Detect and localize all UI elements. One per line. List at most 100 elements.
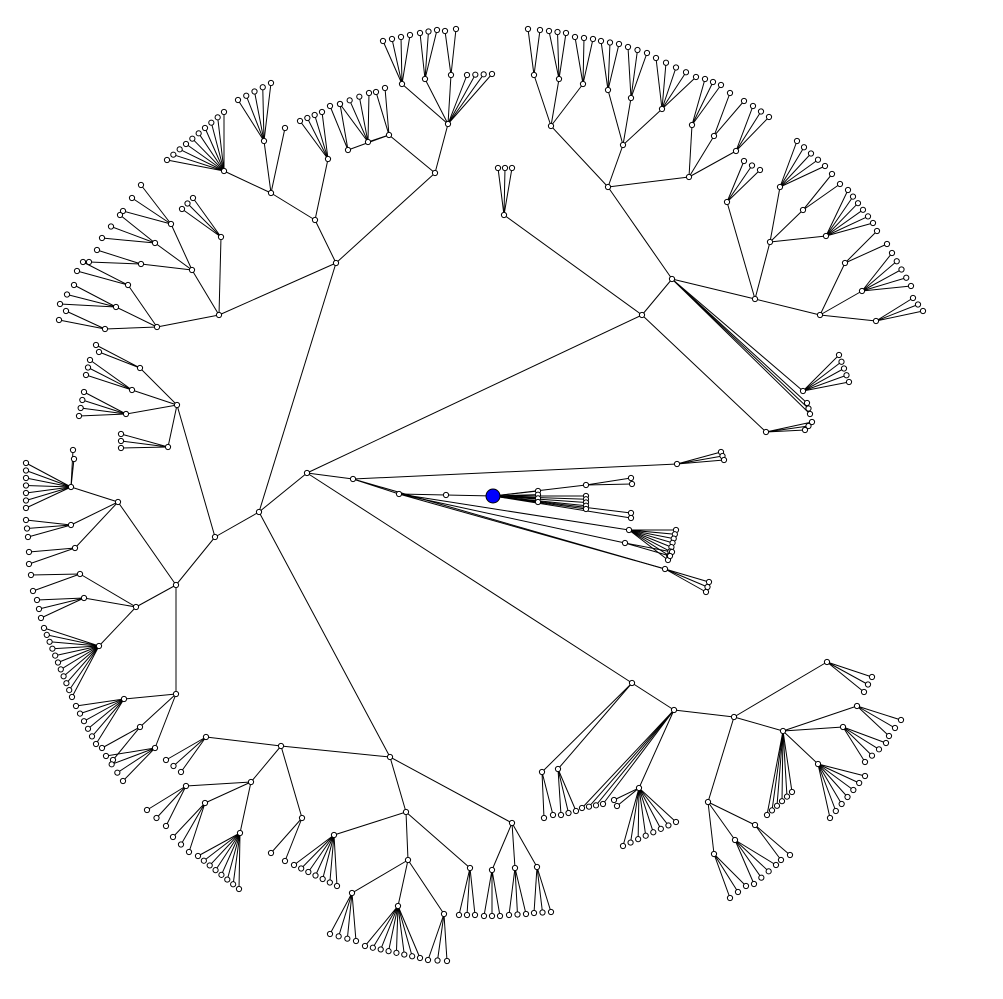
- tree-node-93: [122, 410, 130, 418]
- tree-node-256: [704, 798, 712, 806]
- tree-node-201: [326, 930, 334, 938]
- tree-node-155: [98, 744, 106, 752]
- tree-edge: [875, 297, 914, 322]
- tree-edge: [691, 84, 722, 126]
- tree-node-281: [832, 807, 839, 815]
- tree-edge: [557, 768, 577, 812]
- tree-edge: [514, 867, 527, 915]
- tree-edge: [447, 74, 476, 125]
- tree-node-371: [859, 206, 867, 213]
- tree-edge: [46, 634, 100, 647]
- tree-edge: [445, 494, 494, 497]
- tree-edges: [25, 28, 924, 962]
- tree-edge: [284, 817, 303, 862]
- tree-edge: [210, 122, 225, 172]
- tree-node-303: [751, 295, 759, 303]
- tree-edge: [585, 483, 633, 486]
- tree-node-103: [80, 388, 88, 396]
- tree-node-73: [98, 234, 106, 242]
- tree-edge: [95, 698, 125, 745]
- tree-node-373: [869, 219, 877, 227]
- tree-node-347: [726, 89, 734, 97]
- tree-edge: [582, 37, 585, 85]
- tree-edge: [622, 97, 632, 146]
- tree-node-391: [349, 475, 357, 483]
- tree-node-213: [424, 956, 432, 964]
- tree-edge: [802, 374, 847, 392]
- tree-node-69: [137, 260, 145, 268]
- tree-node-252: [650, 829, 657, 836]
- tree-node-30: [381, 84, 389, 92]
- tree-edge: [218, 262, 337, 316]
- tree-node-46: [234, 96, 242, 104]
- tree-node-298: [668, 275, 676, 283]
- tree-node-22: [433, 26, 441, 34]
- tree-edge: [139, 693, 177, 728]
- tree-node-59: [214, 114, 221, 121]
- tree-node-385: [914, 301, 922, 308]
- tree-node-123: [23, 525, 31, 532]
- tree-edge: [339, 103, 369, 143]
- tree-edge: [427, 913, 445, 961]
- tree-node-39: [296, 117, 304, 125]
- tree-node-133: [35, 605, 43, 613]
- tree-node-135: [40, 624, 48, 632]
- tree-edge: [713, 100, 745, 137]
- tree-node-68: [151, 239, 159, 247]
- tree-node-348: [740, 97, 748, 105]
- tree-edge: [380, 905, 399, 950]
- tree-edge: [300, 834, 335, 869]
- tree-edge: [492, 495, 632, 514]
- tree-edge: [179, 148, 225, 172]
- tree-edge: [861, 260, 898, 292]
- tree-edge: [175, 536, 216, 586]
- tree-node-173: [162, 822, 170, 830]
- tree-edge: [135, 584, 177, 608]
- tree-edge: [187, 203, 222, 238]
- tree-node-365: [821, 162, 829, 170]
- tree-edge: [541, 682, 633, 773]
- tree-edge: [397, 905, 413, 957]
- tree-edge: [352, 478, 666, 570]
- tree-node-53: [176, 146, 183, 153]
- tree-edge: [79, 698, 125, 715]
- tree-edge: [66, 294, 117, 308]
- tree-node-200: [440, 910, 448, 918]
- tree-edge: [779, 165, 826, 188]
- tree-edge: [372, 905, 399, 948]
- tree-node-387: [500, 211, 508, 219]
- tree-node-383: [907, 282, 915, 290]
- tree-node-184: [235, 885, 243, 893]
- tree-node-362: [800, 144, 808, 151]
- tree-node-28: [344, 146, 352, 154]
- tree-edge: [469, 867, 476, 916]
- tree-node-96: [95, 348, 103, 356]
- tree-edge: [842, 726, 880, 750]
- tree-node-18: [441, 27, 449, 35]
- tree-edge: [28, 547, 76, 565]
- tree-edge: [771, 730, 784, 811]
- tree-edge: [220, 832, 241, 876]
- tree-node-277: [814, 760, 822, 768]
- tree-node-234: [670, 706, 678, 714]
- tree-node-352: [723, 198, 731, 206]
- tree-edge: [232, 832, 241, 885]
- tree-edge: [779, 146, 805, 188]
- tree-edge: [726, 201, 756, 300]
- tree-edge: [664, 568, 707, 593]
- tree-node-249: [627, 839, 634, 846]
- tree-edge: [533, 866, 538, 914]
- tree-edge: [111, 747, 156, 765]
- tree-node-129: [95, 642, 103, 650]
- tree-node-23: [379, 37, 387, 45]
- tree-node-260: [731, 836, 739, 844]
- tree-edge: [75, 698, 125, 707]
- tree-node-131: [29, 587, 37, 595]
- tree-edge: [270, 127, 286, 194]
- tree-node-211: [409, 953, 416, 960]
- tree-edge: [76, 270, 129, 286]
- tree-node-287: [861, 758, 869, 766]
- tree-edge: [191, 269, 220, 316]
- tree-edge: [25, 462, 72, 488]
- tree-edge: [779, 159, 819, 188]
